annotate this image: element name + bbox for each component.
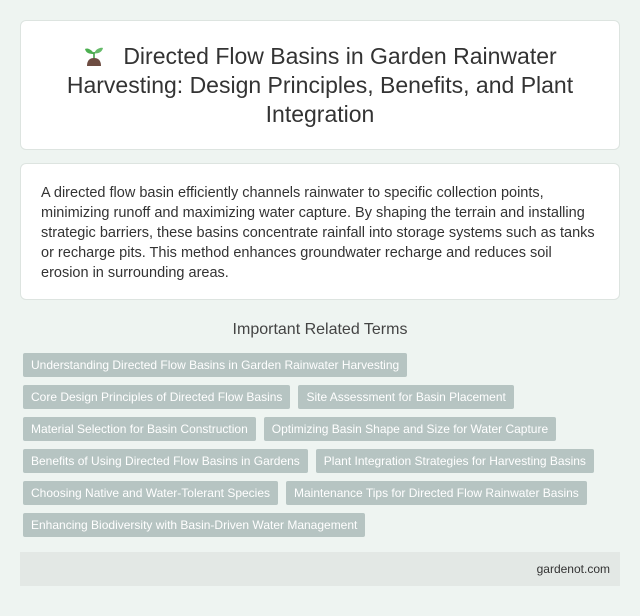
- page-title-text: Directed Flow Basins in Garden Rainwater…: [66, 42, 574, 127]
- tag-row: Material Selection for Basin Constructio…: [23, 417, 623, 441]
- tag-row: Choosing Native and Water-Tolerant Speci…: [23, 481, 623, 505]
- seedling-icon: [85, 47, 104, 66]
- title-card: Directed Flow Basins in Garden Rainwater…: [20, 20, 620, 150]
- related-term-tag[interactable]: Plant Integration Strategies for Harvest…: [315, 449, 594, 473]
- tag-row: Benefits of Using Directed Flow Basins i…: [23, 449, 623, 473]
- related-term-tag[interactable]: Core Design Principles of Directed Flow …: [23, 385, 291, 409]
- related-terms-list: Understanding Directed Flow Basins in Ga…: [23, 353, 623, 545]
- footer-site-link[interactable]: gardenot.com: [536, 562, 610, 576]
- related-term-tag[interactable]: Understanding Directed Flow Basins in Ga…: [23, 353, 408, 377]
- related-term-tag[interactable]: Material Selection for Basin Constructio…: [23, 417, 256, 441]
- related-term-tag[interactable]: Site Assessment for Basin Placement: [298, 385, 514, 409]
- tag-row: Understanding Directed Flow Basins in Ga…: [23, 353, 623, 377]
- description-card: A directed flow basin efficiently channe…: [20, 163, 620, 300]
- related-terms-heading: Important Related Terms: [232, 321, 408, 338]
- related-term-tag[interactable]: Enhancing Biodiversity with Basin-Driven…: [23, 513, 366, 537]
- related-term-tag[interactable]: Benefits of Using Directed Flow Basins i…: [23, 449, 308, 473]
- tag-row: Enhancing Biodiversity with Basin-Driven…: [23, 513, 623, 537]
- related-term-tag[interactable]: Choosing Native and Water-Tolerant Speci…: [23, 481, 279, 505]
- description-text: A directed flow basin efficiently channe…: [41, 185, 595, 281]
- tag-row: Core Design Principles of Directed Flow …: [23, 385, 623, 409]
- related-term-tag[interactable]: Optimizing Basin Shape and Size for Wate…: [263, 417, 557, 441]
- page-title: Directed Flow Basins in Garden Rainwater…: [51, 42, 589, 129]
- footer: gardenot.com: [20, 552, 620, 586]
- related-term-tag[interactable]: Maintenance Tips for Directed Flow Rainw…: [286, 481, 587, 505]
